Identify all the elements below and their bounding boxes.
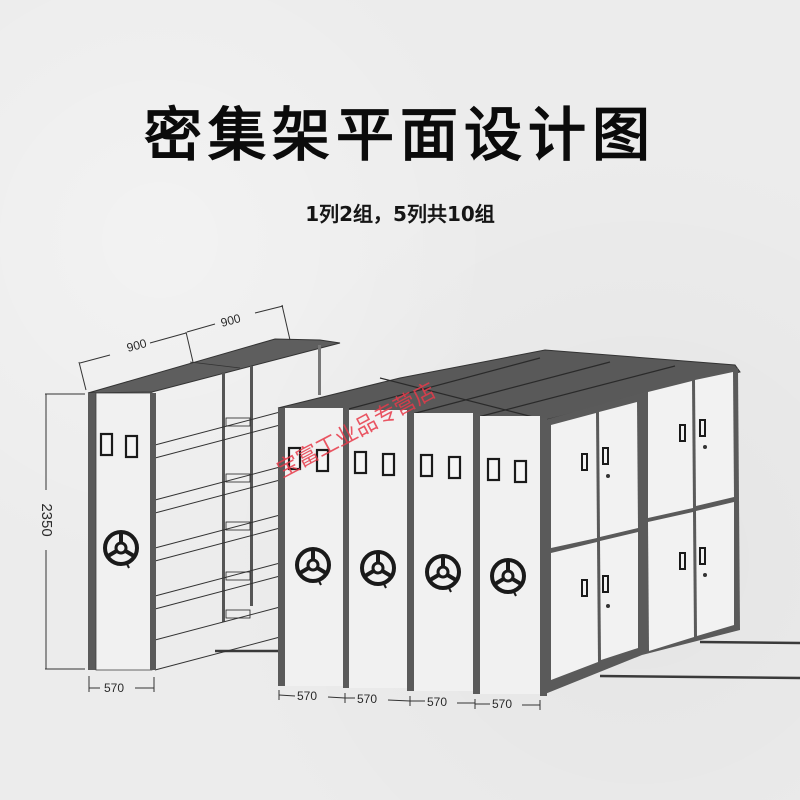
dimension-depth-single (88, 676, 155, 692)
dimension-label-2350: 2350 (38, 503, 55, 536)
dimension-top-width (78, 304, 291, 391)
end-panel-4 (480, 416, 547, 696)
page-subtitle: 1列2组，5列共10组 (305, 202, 495, 226)
dimension-label-900-left: 900 (125, 336, 148, 355)
dimension-label-570-3: 570 (427, 695, 447, 709)
shelf-brackets (225, 417, 251, 619)
dimension-label-570-2: 570 (357, 692, 377, 706)
end-panel-1 (278, 408, 349, 688)
dimension-depth-row (278, 690, 541, 710)
handwheel-icon (295, 547, 331, 586)
dimension-label-900-right: 900 (219, 311, 242, 330)
side-door-cabinet-1 (545, 393, 642, 694)
side-door-cabinet-2 (642, 368, 740, 655)
dimension-label-570-single: 570 (104, 681, 124, 695)
mobile-shelf-block (277, 349, 741, 696)
open-shelf-unit (87, 338, 341, 671)
end-panel-3 (414, 413, 480, 694)
dimension-height (45, 393, 85, 670)
dimension-label-570-1: 570 (297, 689, 317, 703)
handwheel-icon (103, 530, 139, 569)
handwheel-icon (360, 550, 396, 589)
handwheel-icon (490, 558, 526, 597)
dimension-label-570-4: 570 (492, 697, 512, 711)
handwheel-icon (425, 554, 461, 593)
page-title: 密集架平面设计图 (143, 101, 656, 169)
end-panel-2 (349, 410, 414, 691)
